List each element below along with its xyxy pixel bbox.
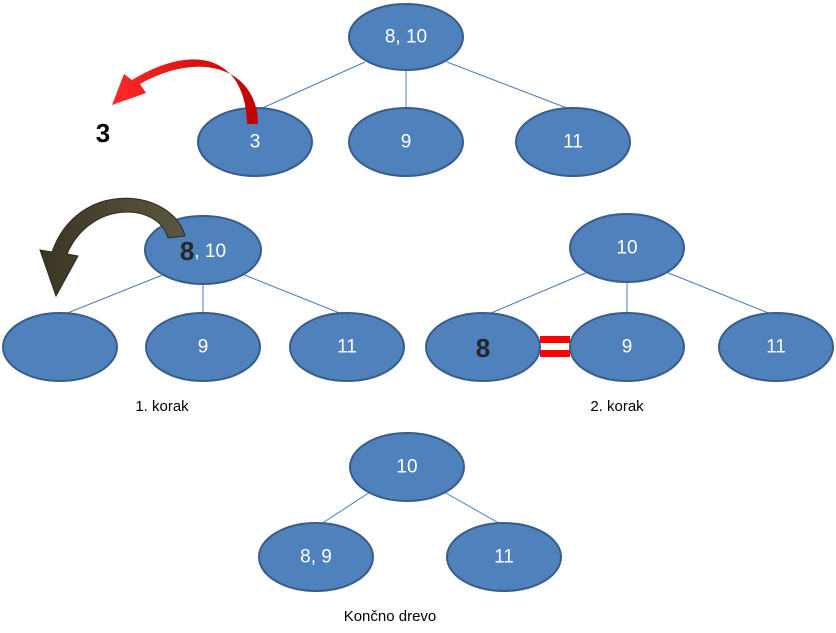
step2-tree: 10 8 9 11 2. korak (425, 213, 834, 415)
child-node-label: 9 (401, 132, 412, 153)
child-node (289, 312, 405, 382)
edge (241, 273, 348, 317)
child-node (145, 312, 261, 382)
move-down-arrow (39, 197, 186, 298)
child-node-label: 11 (337, 337, 357, 358)
root-node-label: 10 (616, 238, 637, 259)
root-node-label: 8, 10 (180, 236, 226, 266)
child-node-label: 9 (622, 337, 633, 358)
root-rest: , 10 (194, 241, 226, 262)
edge (257, 61, 366, 111)
child-node-label: 8, 9 (300, 547, 332, 568)
merge-bar (540, 336, 570, 343)
step2-caption: 2. korak (590, 398, 644, 415)
child-node-label: 11 (766, 337, 786, 358)
final-tree: 10 8, 9 11 Končno drevo (258, 432, 562, 625)
edge (483, 271, 589, 317)
edge (665, 271, 777, 317)
child-node (425, 312, 541, 382)
step1-caption: 1. korak (135, 398, 189, 415)
moved-key: 8 (180, 236, 194, 266)
root-node (348, 3, 464, 71)
child-node-label: 11 (494, 547, 514, 568)
step1-tree: 8, 10 9 11 1. korak (2, 197, 405, 415)
child-node (446, 522, 562, 592)
empty-child-node (2, 312, 118, 382)
child-node (515, 107, 631, 177)
root-node (349, 432, 465, 502)
removed-key: 3 (96, 118, 110, 148)
remove-arrow (112, 59, 258, 124)
child-node-label: 9 (198, 337, 209, 358)
edge (317, 491, 371, 527)
merge-mark (540, 336, 570, 357)
initial-tree: 8, 10 3 9 11 3 (96, 3, 631, 177)
child-node (718, 312, 834, 382)
edge (446, 61, 573, 111)
root-node-label: 8, 10 (385, 27, 427, 48)
child-node (569, 312, 685, 382)
child-node-label: 11 (563, 132, 583, 153)
child-node-label: 8 (476, 333, 490, 363)
child-node (348, 107, 464, 177)
edge (59, 273, 166, 317)
merge-bar (540, 350, 570, 357)
root-node (569, 213, 685, 283)
child-node-label: 3 (250, 132, 261, 153)
final-caption: Končno drevo (344, 608, 437, 625)
root-node-label: 10 (396, 457, 417, 478)
edge (443, 491, 505, 527)
child-node (258, 522, 374, 592)
